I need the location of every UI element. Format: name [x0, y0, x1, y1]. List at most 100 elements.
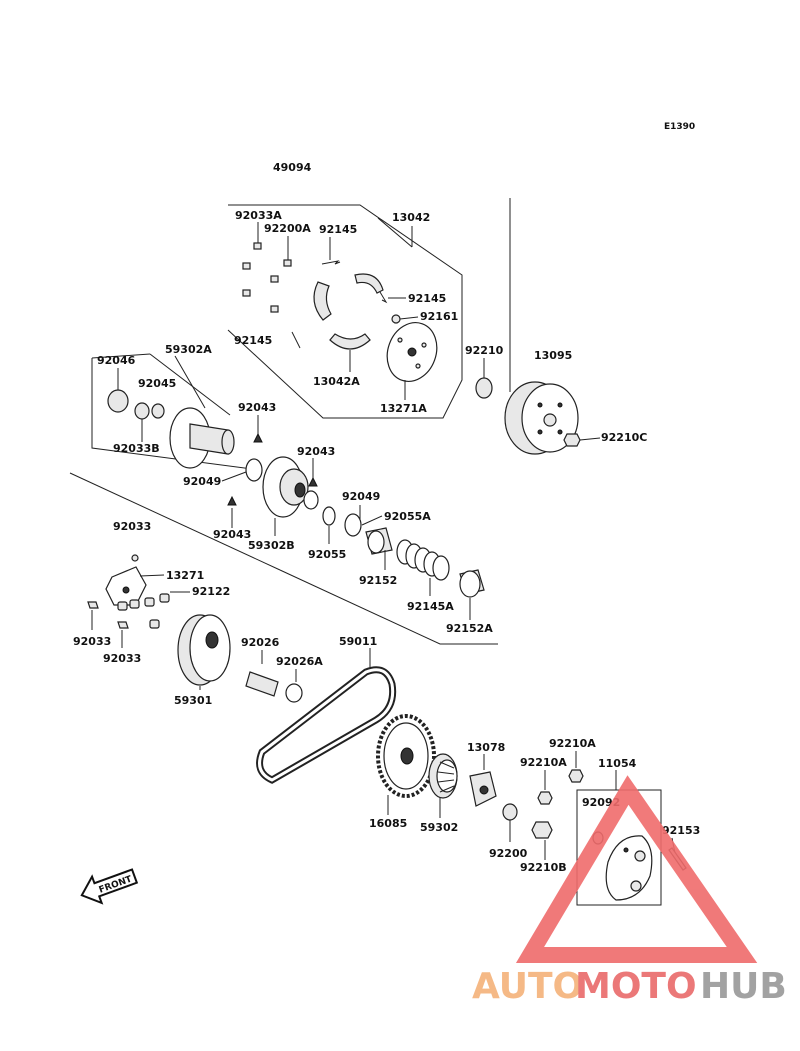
seal-92049a: [245, 458, 263, 482]
label-92122: 92122: [192, 585, 230, 598]
clutch-shoe-bottom: [329, 333, 371, 350]
pin-92043a: [253, 432, 263, 443]
clutch-plate-13271A: [386, 322, 438, 382]
label-92033: 92033: [113, 520, 151, 533]
label-49094: 49094: [273, 161, 312, 174]
spring-92145a: [321, 260, 341, 265]
bush-92026A: [285, 683, 303, 703]
watermark-hub: HUB: [700, 966, 787, 1007]
spring-92145c: [291, 331, 301, 349]
label-92033c: 92033: [73, 635, 111, 648]
clutch-nuts: [242, 242, 292, 313]
label-92033B: 92033B: [113, 442, 160, 455]
label-92055: 92055: [308, 548, 346, 561]
slider-92033c: [87, 601, 99, 609]
label-59302A: 59302A: [165, 343, 212, 356]
collar-92152: [365, 527, 393, 555]
label-92026A: 92026A: [276, 655, 323, 668]
spring-92145A: [396, 539, 450, 581]
label-92210A: 92210A: [549, 737, 596, 750]
label-92153: 92153: [662, 824, 700, 837]
lower-group-outline-top: [69, 472, 281, 571]
lower-group-outline-bottom: [279, 569, 498, 645]
label-92210Ab: 92210A: [520, 756, 567, 769]
sliding-sheave-59302B: [262, 456, 309, 518]
label-92145c: 92145: [234, 334, 272, 347]
clutch-group-outline: [227, 204, 463, 419]
label-11054: 11054: [598, 757, 637, 770]
nut-92210A: [537, 791, 553, 805]
figure-code: E1390: [664, 122, 695, 132]
label-92161: 92161: [420, 310, 458, 323]
watermark-logo: AUTO MOTO HUB: [472, 775, 787, 1007]
label-92152: 92152: [359, 574, 397, 587]
pin-92043c: [227, 495, 237, 506]
label-92043a: 92043: [238, 401, 276, 414]
gear-case-11054: [605, 835, 653, 901]
slider-92033d: [117, 621, 129, 629]
washer-92200: [502, 803, 518, 821]
watermark-moto: MOTO: [575, 966, 697, 1007]
nut-92210B: [531, 821, 553, 839]
label-92049b: 92049: [342, 490, 380, 503]
label-59011: 59011: [339, 635, 377, 648]
ring-92055: [322, 506, 336, 526]
watermark-triangle: [515, 775, 758, 963]
label-59302B: 59302B: [248, 539, 295, 552]
ramp-plate-13271: [105, 554, 147, 606]
nut-92210C: [563, 433, 581, 447]
spring-92145b: [379, 291, 388, 304]
weight-rollers: [117, 593, 170, 629]
nut-92210: [475, 377, 493, 399]
label-13042A: 13042A: [313, 375, 360, 388]
label-59302: 59302: [420, 821, 458, 834]
watermark-auto: AUTO: [472, 966, 583, 1007]
movable-drive-face-59301: [177, 614, 231, 686]
label-92152A: 92152A: [446, 622, 493, 635]
clutch-shoe-left: [313, 281, 332, 321]
nut-92210A-top: [568, 769, 584, 783]
label-92043c: 92043: [213, 528, 251, 541]
bearing-92046: [107, 389, 129, 413]
ring-92033B: [151, 403, 165, 419]
washer-92161: [391, 314, 401, 324]
label-13095: 13095: [534, 349, 572, 362]
label-92200A: 92200A: [264, 222, 311, 235]
drive-belt-59011: [256, 666, 397, 784]
label-92145a: 92145: [319, 223, 357, 236]
label-92210: 92210: [465, 344, 504, 357]
label-59301: 59301: [174, 694, 212, 707]
sleeve-92026: [245, 671, 279, 697]
front-arrow: FRONT: [80, 868, 139, 905]
label-92145A: 92145A: [407, 600, 454, 613]
label-92200: 92200: [489, 847, 528, 860]
pin-92043b: [308, 476, 318, 487]
label-92210C: 92210C: [601, 431, 647, 444]
label-92033d: 92033: [103, 652, 141, 665]
collar-92152A: [459, 569, 485, 598]
seal-92049b-left: [303, 490, 319, 510]
label-92043b: 92043: [297, 445, 335, 458]
label-13271A: 13271A: [380, 402, 427, 415]
label-13042: 13042: [392, 211, 430, 224]
label-92026: 92026: [241, 636, 280, 649]
impeller-59302: [428, 753, 458, 799]
driven-pulley-16085: [376, 714, 436, 798]
seal-92049b: [344, 513, 362, 537]
label-13078: 13078: [467, 741, 505, 754]
label-92210B: 92210B: [520, 861, 567, 874]
label-92145b: 92145: [408, 292, 446, 305]
label-92049a: 92049: [183, 475, 221, 488]
fixed-sheave-59302A: [169, 407, 235, 469]
label-13271: 13271: [166, 569, 204, 582]
label-16085: 16085: [369, 817, 407, 830]
label-92045: 92045: [138, 377, 176, 390]
starter-plate-13078: [469, 771, 497, 807]
clutch-housing-13095: [504, 381, 579, 455]
secondary-group-outline-left: [91, 358, 261, 471]
label-92055A: 92055A: [384, 510, 431, 523]
label-92046: 92046: [97, 354, 136, 367]
label-92033A: 92033A: [235, 209, 282, 222]
